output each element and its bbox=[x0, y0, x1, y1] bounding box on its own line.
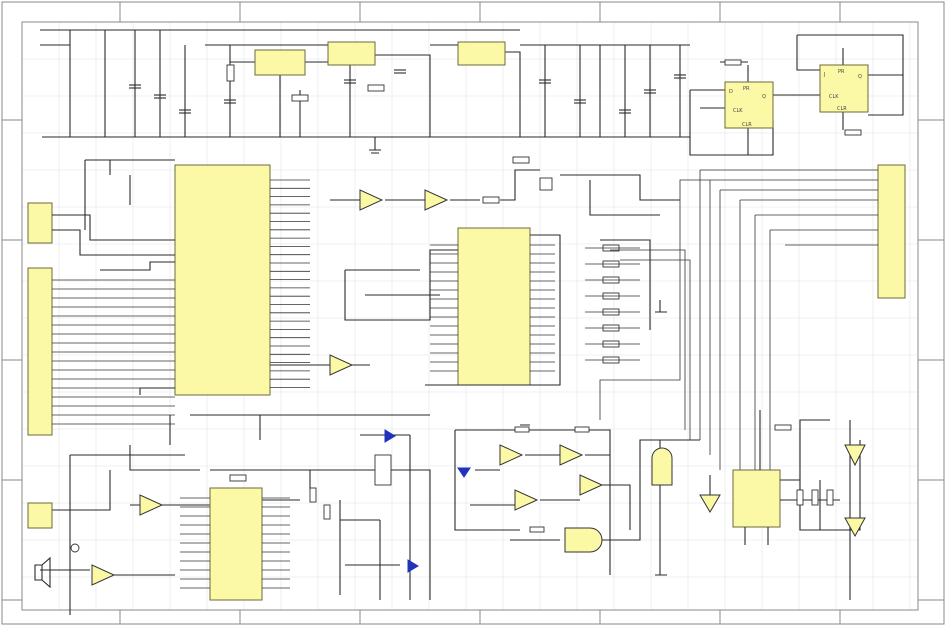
ff1-pr-pin: PR bbox=[743, 86, 750, 92]
ground-symbol bbox=[369, 149, 381, 154]
connector-j1 bbox=[27, 202, 53, 244]
ff2-q-pin: Q bbox=[858, 74, 862, 80]
transistor bbox=[539, 177, 553, 191]
resistor bbox=[229, 474, 247, 482]
connector-j3 bbox=[27, 502, 53, 529]
and-gate bbox=[564, 527, 603, 553]
buffer-gate bbox=[139, 494, 164, 516]
resistor bbox=[724, 59, 742, 66]
amplifier bbox=[91, 564, 116, 586]
timer-ic bbox=[732, 469, 781, 528]
signal-bus bbox=[599, 169, 878, 500]
drawing-frame bbox=[21, 21, 919, 611]
ff1-q-pin: Q bbox=[762, 94, 766, 100]
led-indicator bbox=[384, 429, 396, 443]
connector-j2 bbox=[27, 267, 53, 436]
microcontroller-ic bbox=[174, 164, 271, 396]
middle-ic bbox=[457, 227, 531, 386]
resistor bbox=[309, 487, 317, 503]
inverter-gate bbox=[514, 489, 539, 511]
buffer-gate bbox=[699, 494, 721, 513]
driver-ic bbox=[209, 487, 263, 601]
resistor bbox=[514, 426, 530, 433]
microcontroller-section bbox=[27, 159, 906, 436]
ff1-clr-pin: CLR bbox=[742, 122, 752, 128]
flip-flop-section: D CLK Q PR CLR J CLK Q PR CLR bbox=[689, 34, 904, 156]
led-indicator bbox=[457, 467, 471, 478]
capacitors bbox=[129, 69, 686, 114]
ff2-clr-pin: CLR bbox=[837, 106, 847, 112]
resistor bbox=[774, 424, 792, 431]
middle-logic-section bbox=[270, 156, 680, 386]
bottom-logic-section bbox=[454, 410, 866, 600]
voltage-regulator-1 bbox=[254, 49, 306, 76]
buffer-gate bbox=[844, 444, 866, 467]
inverter-gate bbox=[424, 189, 449, 211]
resistor bbox=[811, 489, 819, 506]
or-gate bbox=[651, 447, 673, 486]
flip-flop-1 bbox=[724, 81, 774, 129]
bottom-analog-section bbox=[27, 414, 431, 615]
resistor bbox=[844, 129, 862, 136]
ff2-pr-pin: PR bbox=[838, 69, 845, 75]
inverter-gate bbox=[559, 444, 584, 466]
resistor bbox=[226, 64, 235, 82]
resistor bbox=[291, 94, 309, 102]
voltage-regulator-2 bbox=[327, 41, 376, 66]
relay bbox=[374, 454, 392, 486]
resistor bbox=[574, 426, 590, 433]
resistor bbox=[482, 196, 500, 204]
resistor bbox=[529, 526, 545, 533]
power-supply-section bbox=[40, 29, 690, 154]
inverter-gate bbox=[499, 444, 524, 466]
test-point bbox=[70, 543, 80, 553]
resistor bbox=[323, 504, 331, 520]
inverter-gate bbox=[579, 474, 604, 496]
connector-right bbox=[877, 164, 906, 299]
voltage-regulator-3 bbox=[457, 41, 506, 66]
inverter-gate bbox=[329, 354, 354, 376]
resistor bbox=[796, 489, 804, 506]
inverter-gate bbox=[359, 189, 384, 211]
buffer-gate bbox=[844, 517, 866, 538]
flip-flop-2 bbox=[819, 64, 869, 113]
resistor bbox=[512, 156, 530, 164]
resistor bbox=[826, 489, 834, 506]
speaker-icon bbox=[34, 556, 51, 589]
ff2-clk-pin: CLK bbox=[829, 94, 839, 100]
led-indicator bbox=[407, 559, 419, 573]
resistor bbox=[367, 84, 385, 92]
ff1-clk-pin: CLK bbox=[733, 108, 743, 114]
ff2-j-pin: J bbox=[823, 72, 825, 78]
ff1-d-pin: D bbox=[729, 89, 733, 95]
